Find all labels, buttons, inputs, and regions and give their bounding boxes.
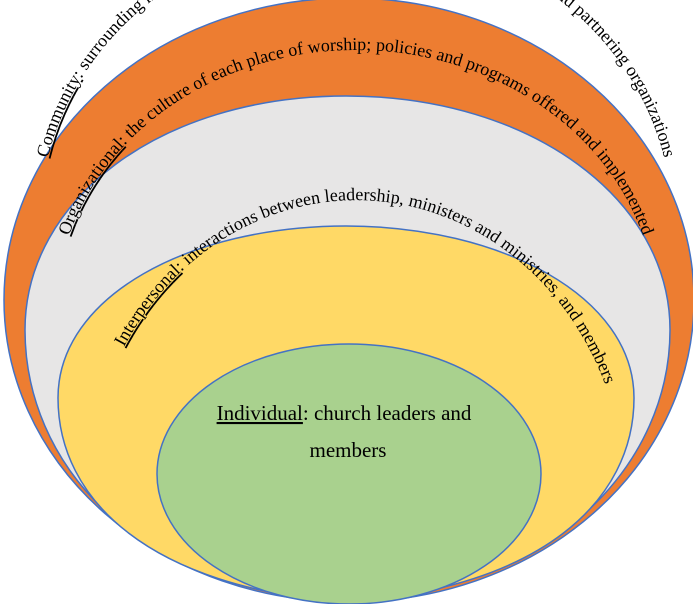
individual-label: Individual: church leaders and bbox=[217, 401, 472, 425]
individual-label-line2: members bbox=[310, 438, 387, 462]
individual-layer bbox=[156, 343, 542, 604]
